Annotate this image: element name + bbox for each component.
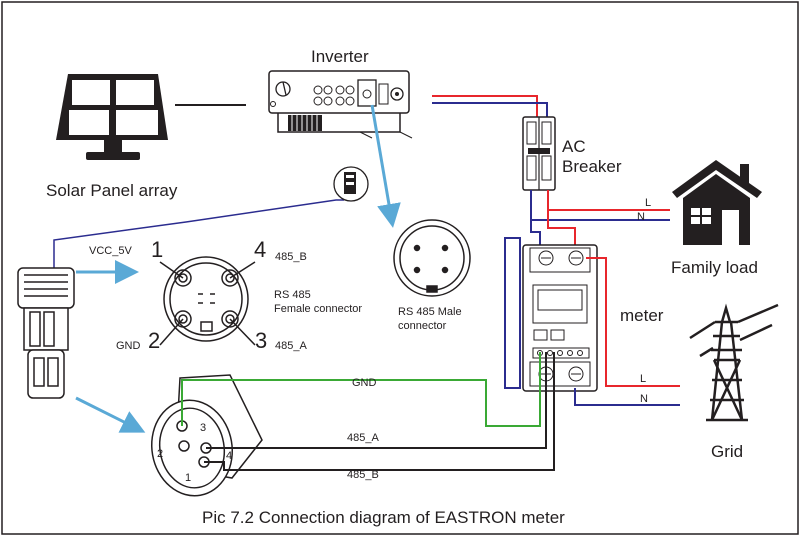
ac-breaker-icon bbox=[522, 116, 556, 191]
rs485-signal-cable bbox=[53, 199, 344, 270]
plug-pin-2-number: 2 bbox=[157, 448, 164, 460]
eastron-meter-icon bbox=[504, 237, 598, 392]
rs485-male-connector-icon bbox=[393, 219, 471, 297]
485a-pin-label: 485_A bbox=[275, 340, 307, 352]
inverter-icon bbox=[268, 70, 413, 139]
plug-pin-4-number: 4 bbox=[226, 450, 233, 462]
power-pylon-icon bbox=[689, 303, 779, 422]
house-icon bbox=[672, 160, 762, 245]
rs485-plug-module-icon bbox=[17, 267, 75, 399]
rs485-female-connector-icon bbox=[159, 256, 256, 346]
ac-label: AC bbox=[562, 137, 586, 156]
485a-wire bbox=[206, 352, 547, 449]
family-load-line-wire bbox=[547, 190, 640, 211]
plug-pin-1-number: 1 bbox=[185, 472, 192, 484]
male-connector-title-2: connector bbox=[398, 320, 447, 332]
solar-panel-label: Solar Panel array bbox=[46, 181, 178, 200]
plug-pin-3-number: 3 bbox=[200, 422, 207, 434]
female-connector-title-2: Female connector bbox=[274, 303, 363, 315]
vcc-pin-label: VCC_5V bbox=[89, 245, 132, 257]
meter-rs485-plug-icon bbox=[150, 374, 263, 497]
inverter-label: Inverter bbox=[311, 47, 369, 66]
arrow-to-male-connector bbox=[370, 104, 401, 228]
female-pin-1-number: 1 bbox=[151, 237, 164, 262]
485a-wire-label: 485_A bbox=[347, 432, 379, 444]
485b-wire-label: 485_B bbox=[347, 469, 379, 481]
gnd-wire bbox=[181, 352, 541, 427]
female-connector-title-1: RS 485 bbox=[274, 289, 311, 301]
male-connector-title-1: RS 485 Male bbox=[398, 306, 462, 318]
wire-l-top-label: L bbox=[645, 197, 652, 209]
diagram-caption: Pic 7.2 Connection diagram of EASTRON me… bbox=[202, 508, 565, 527]
arrow-to-meter-plug bbox=[75, 396, 146, 433]
485b-wire bbox=[204, 352, 555, 471]
wire-l-grid-label: L bbox=[640, 373, 647, 385]
female-pin-2-number: 2 bbox=[148, 328, 161, 353]
wire-n-top-label: N bbox=[637, 211, 645, 223]
grid-line-wire bbox=[586, 257, 640, 387]
485b-pin-label: 485_B bbox=[275, 251, 307, 263]
meter-line-in-wire bbox=[547, 210, 576, 250]
wire-n-grid-label: N bbox=[640, 393, 648, 405]
rs485-dongle-icon bbox=[333, 166, 369, 202]
grid-label: Grid bbox=[711, 442, 744, 461]
gnd-wire-label: GND bbox=[352, 377, 377, 389]
grid-neutral-wire bbox=[574, 388, 640, 406]
family-load-label: Family load bbox=[671, 258, 758, 277]
inverter-ac-neutral-wire bbox=[432, 102, 548, 120]
solar-panel-icon bbox=[56, 74, 168, 160]
inverter-ac-line-wire bbox=[432, 95, 538, 120]
female-pin-3-number: 3 bbox=[255, 328, 268, 353]
meter-neutral-in-wire bbox=[530, 220, 541, 250]
breaker-label: Breaker bbox=[562, 157, 622, 176]
female-pin-4-number: 4 bbox=[254, 237, 267, 262]
gnd-pin-label: GND bbox=[116, 340, 141, 352]
meter-label: meter bbox=[620, 306, 664, 325]
